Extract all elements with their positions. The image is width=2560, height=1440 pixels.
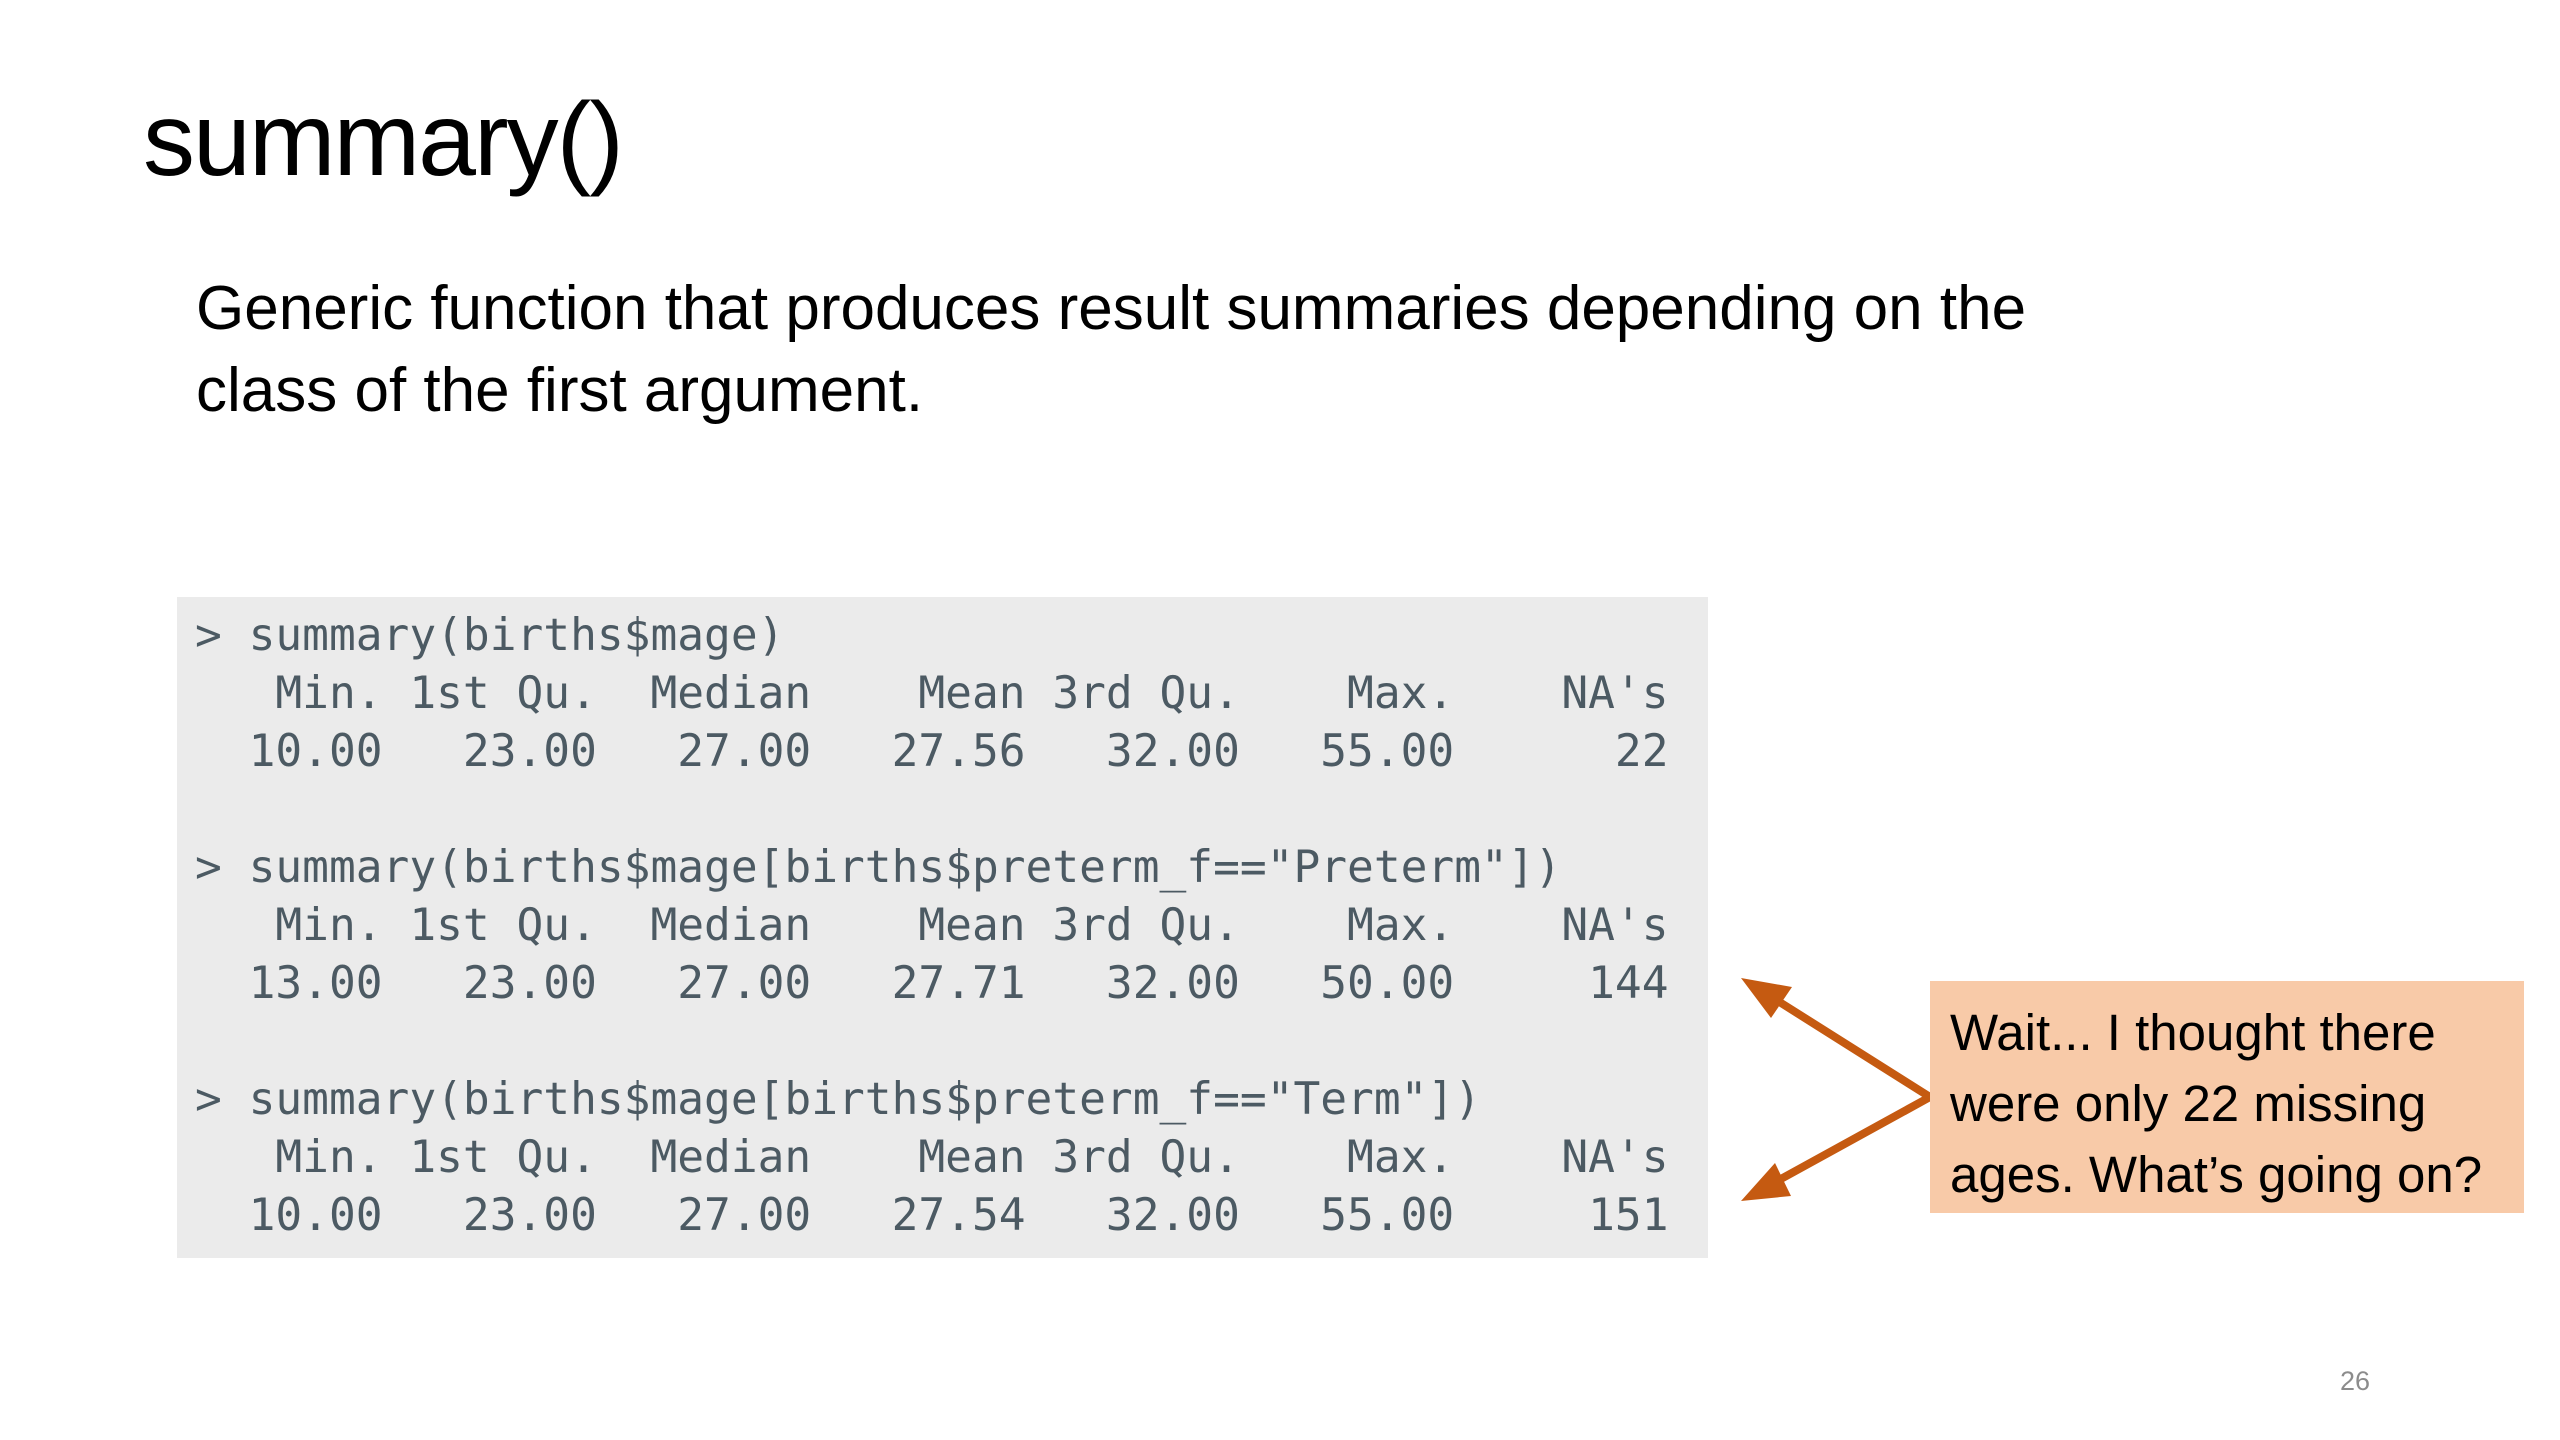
slide-subtitle: Generic function that produces result su… bbox=[196, 268, 2346, 432]
arrow-up-line bbox=[1766, 992, 1934, 1101]
code-output-block: > summary(births$mage) Min. 1st Qu. Medi… bbox=[177, 597, 1708, 1258]
code-command-line: > summary(births$mage) bbox=[195, 610, 785, 661]
code-command-line: > summary(births$mage[births$preterm_f==… bbox=[195, 1074, 1481, 1125]
code-values-line: 13.00 23.00 27.00 27.71 32.00 50.00 144 bbox=[195, 958, 1696, 1009]
code-header-line: Min. 1st Qu. Median Mean 3rd Qu. Max. NA… bbox=[195, 900, 1696, 951]
code-values-line: 10.00 23.00 27.00 27.54 32.00 55.00 151 bbox=[195, 1190, 1696, 1241]
code-command-line: > summary(births$mage[births$preterm_f==… bbox=[195, 842, 1562, 893]
arrow-down-line bbox=[1766, 1093, 1934, 1189]
subtitle-line: class of the first argument. bbox=[196, 356, 924, 425]
arrow-down-head bbox=[1741, 1163, 1791, 1201]
code-header-line: Min. 1st Qu. Median Mean 3rd Qu. Max. NA… bbox=[195, 1132, 1696, 1183]
callout-box: Wait... I thought there were only 22 mis… bbox=[1930, 981, 2524, 1213]
slide-title: summary() bbox=[143, 82, 624, 198]
callout-line: ages. What’s going on? bbox=[1950, 1146, 2483, 1203]
code-header-line: Min. 1st Qu. Median Mean 3rd Qu. Max. NA… bbox=[195, 668, 1696, 719]
callout-line: Wait... I thought there bbox=[1950, 1004, 2436, 1061]
subtitle-line: Generic function that produces result su… bbox=[196, 274, 2027, 343]
code-values-line: 10.00 23.00 27.00 27.56 32.00 55.00 22 bbox=[195, 726, 1696, 777]
page-number: 26 bbox=[2340, 1366, 2371, 1396]
callout-line: were only 22 missing bbox=[1950, 1075, 2427, 1132]
arrow-up-head bbox=[1741, 978, 1792, 1018]
